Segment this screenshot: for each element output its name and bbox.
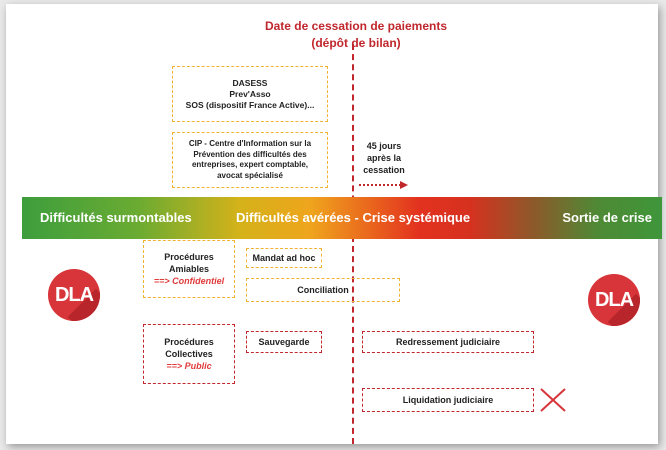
procedures-amiables-box: Procédures Amiables ==> Confidentiel bbox=[143, 240, 235, 298]
collectives-line-2: Collectives bbox=[165, 349, 213, 359]
liquidation-judiciaire-box: Liquidation judiciaire bbox=[362, 388, 534, 412]
dotted-arrow-icon bbox=[359, 181, 408, 189]
phase-crise-label: Difficultés avérées - Crise systémique bbox=[236, 210, 471, 225]
cip-line-3: entreprises, expert comptable, bbox=[191, 160, 309, 169]
amiables-line-1: Procédures bbox=[164, 252, 214, 262]
amiables-tag: ==> Confidentiel bbox=[153, 276, 225, 286]
cip-line-1: CIP - Centre d'Information sur la bbox=[188, 139, 312, 148]
mandat-ad-hoc-box: Mandat ad hoc bbox=[246, 248, 322, 268]
dla-logo-left: DLA bbox=[48, 269, 100, 321]
support-line-2: Prev'Asso bbox=[229, 88, 271, 99]
support-line-3: SOS (dispositif France Active)... bbox=[185, 99, 315, 110]
mandat-ad-hoc-label: Mandat ad hoc bbox=[252, 252, 316, 263]
cross-icon bbox=[540, 388, 566, 412]
collectives-line-1: Procédures bbox=[164, 337, 214, 347]
collectives-tag: ==> Public bbox=[166, 361, 212, 371]
liquidation-label: Liquidation judiciaire bbox=[402, 394, 494, 405]
support-line-1: DASESS bbox=[232, 77, 268, 88]
dla-logo-right: DLA bbox=[588, 274, 640, 326]
phase-surmontables-label: Difficultés surmontables bbox=[40, 210, 192, 225]
procedures-collectives-box: Procédures Collectives ==> Public bbox=[143, 324, 235, 384]
cessation-date-line bbox=[352, 44, 354, 444]
redressement-label: Redressement judiciaire bbox=[395, 336, 501, 347]
diagram-title: Date de cessation de paiements (dépôt de… bbox=[206, 18, 506, 52]
phase-sortie-label: Sortie de crise bbox=[562, 210, 652, 225]
sauvegarde-box: Sauvegarde bbox=[246, 331, 322, 353]
delay-note-line-1: 45 jours bbox=[366, 141, 402, 151]
support-organizations-box: DASESS Prev'Asso SOS (dispositif France … bbox=[172, 66, 328, 122]
title-line-2: (dépôt de bilan) bbox=[311, 36, 401, 50]
cip-box: CIP - Centre d'Information sur la Préven… bbox=[172, 132, 328, 188]
conciliation-label: Conciliation bbox=[297, 284, 349, 295]
sauvegarde-label: Sauvegarde bbox=[258, 336, 310, 347]
crisis-gradient-band: Difficultés surmontables Difficultés avé… bbox=[22, 197, 662, 239]
conciliation-box: Conciliation bbox=[246, 278, 400, 302]
delay-note-line-3: cessation bbox=[363, 165, 405, 175]
delay-note-line-2: après la bbox=[366, 153, 402, 163]
diagram-canvas: Date de cessation de paiements (dépôt de… bbox=[6, 4, 662, 444]
redressement-judiciaire-box: Redressement judiciaire bbox=[362, 331, 534, 353]
dla-logo-left-text: DLA bbox=[54, 283, 94, 306]
dla-logo-right-text: DLA bbox=[594, 288, 634, 311]
cip-line-2: Prévention des difficultés des bbox=[193, 149, 307, 159]
amiables-line-2: Amiables bbox=[168, 264, 210, 274]
delay-note: 45 jours après la cessation bbox=[358, 140, 410, 176]
title-line-1: Date de cessation de paiements bbox=[264, 19, 448, 33]
cip-line-4: avocat spécialisé bbox=[217, 170, 283, 180]
